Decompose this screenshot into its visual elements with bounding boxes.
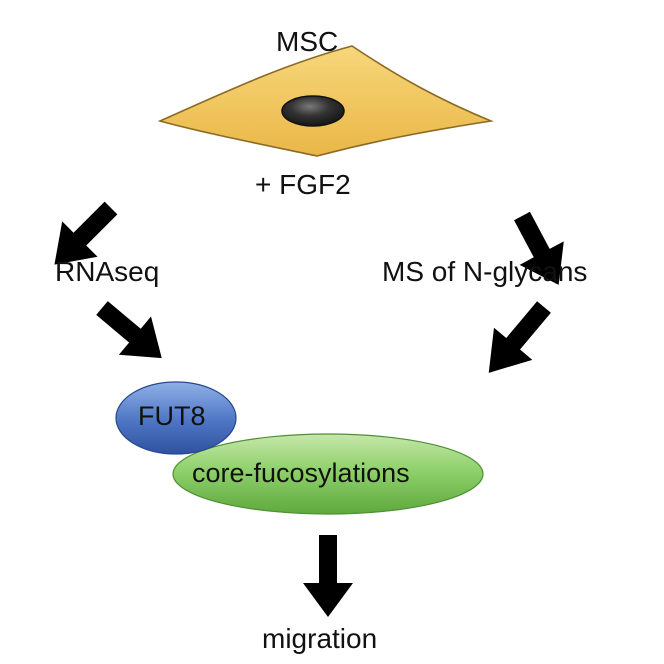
arrow-icon	[303, 535, 353, 617]
core-fucosylations-label: core-fucosylations	[192, 458, 410, 488]
arrow-down	[303, 535, 353, 617]
core-fucosylation-ellipse	[172, 433, 484, 515]
arrow-icon	[514, 211, 564, 285]
arrow-icon	[488, 301, 551, 373]
fut8-ellipse	[115, 381, 237, 455]
arrow-icon	[96, 301, 162, 359]
fut8-label: FUT8	[138, 401, 206, 431]
arrow-right-top	[514, 211, 564, 285]
arrow-left-top	[54, 201, 118, 265]
arrow-icon	[54, 201, 118, 265]
cell-label: MSC	[276, 26, 339, 57]
rnaseq-label: RNAseq	[55, 256, 160, 287]
ms-n-glycans-label: MS of N-glycans	[382, 256, 588, 287]
migration-label: migration	[262, 623, 378, 654]
arrow-right-bottom	[488, 301, 551, 373]
nucleus-icon	[281, 95, 345, 127]
treatment-label: + FGF2	[255, 169, 351, 200]
arrow-left-bottom	[96, 301, 162, 359]
